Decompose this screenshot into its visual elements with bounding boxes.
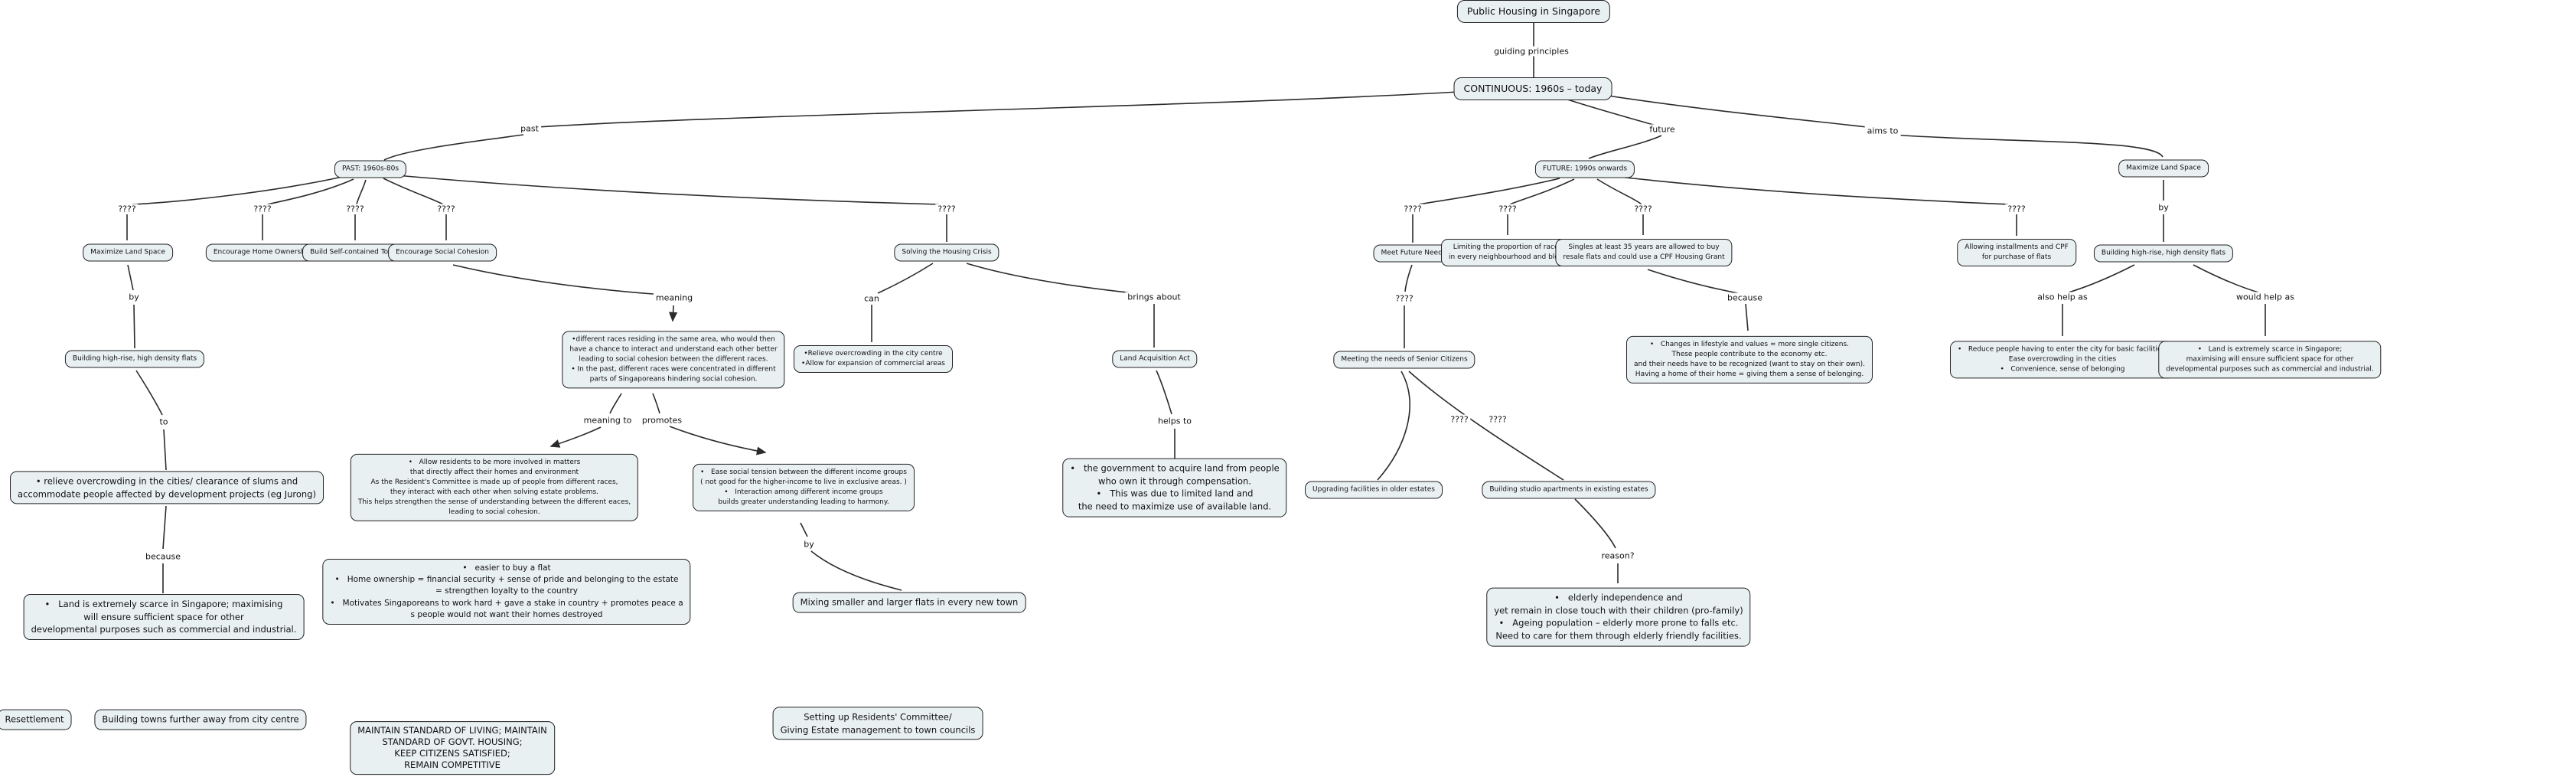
node-solving-the-housing-crisis[interactable]: Solving the Housing Crisis xyxy=(894,243,999,262)
link-label-aims-to[interactable]: aims to xyxy=(1864,126,1901,136)
node-limiting-proportion-of-races[interactable]: Limiting the proportion of races in ever… xyxy=(1441,238,1574,267)
link-label-promotes[interactable]: promotes xyxy=(639,415,685,426)
link-label-unknown-10[interactable]: ???? xyxy=(1393,293,1416,304)
node-maintain-standards[interactable]: MAINTAIN STANDARD OF LIVING; MAINTAIN ST… xyxy=(350,721,555,775)
link-label-unknown-11[interactable]: ???? xyxy=(1448,414,1471,425)
node-easier-to-buy-flat[interactable]: • easier to buy a flat • Home ownership … xyxy=(322,558,691,625)
link-label-reason[interactable]: reason? xyxy=(1599,550,1637,561)
link-label-by-1[interactable]: by xyxy=(126,292,142,302)
node-singles-35-resale-flats[interactable]: Singles at least 35 years are allowed to… xyxy=(1555,238,1733,267)
link-label-unknown-2[interactable]: ???? xyxy=(251,204,274,214)
node-changes-in-lifestyle[interactable]: • Changes in lifestyle and values = more… xyxy=(1625,335,1873,384)
node-encourage-social-cohesion[interactable]: Encourage Social Cohesion xyxy=(388,243,497,262)
node-allow-residents-involved[interactable]: • Allow residents to be more involved in… xyxy=(350,453,639,522)
link-label-unknown-8[interactable]: ???? xyxy=(1632,204,1655,214)
node-maximize-land-space-future[interactable]: Maximize Land Space xyxy=(2118,159,2209,178)
node-social-cohesion-meaning[interactable]: •different races residing in the same ar… xyxy=(562,331,785,389)
link-label-future[interactable]: future xyxy=(1647,124,1678,135)
link-label-guiding-principles[interactable]: guiding principles xyxy=(1492,46,1571,57)
node-maximize-land-space-past[interactable]: Maximize Land Space xyxy=(83,243,173,262)
link-label-because-1[interactable]: because xyxy=(1724,292,1766,303)
link-label-to[interactable]: to xyxy=(157,416,171,427)
link-label-also-help-as[interactable]: also help as xyxy=(2035,292,2090,302)
node-residents-committee[interactable]: Setting up Residents' Committee/ Giving … xyxy=(772,707,983,740)
node-encourage-home-ownership[interactable]: Encourage Home Ownership xyxy=(205,243,320,262)
link-label-unknown-1[interactable]: ???? xyxy=(116,204,139,214)
link-label-meaning[interactable]: meaning xyxy=(653,292,696,303)
node-government-acquire-land[interactable]: • the government to acquire land from pe… xyxy=(1062,458,1287,517)
node-mixing-flats[interactable]: Mixing smaller and larger flats in every… xyxy=(792,592,1026,613)
link-label-unknown-9[interactable]: ???? xyxy=(2005,204,2028,214)
node-building-towns-further-away[interactable]: Building towns further away from city ce… xyxy=(94,709,307,730)
node-building-high-rise-right[interactable]: Building high-rise, high density flats xyxy=(2093,244,2234,263)
link-label-by-2[interactable]: by xyxy=(2156,202,2171,213)
link-label-unknown-5[interactable]: ???? xyxy=(935,204,958,214)
node-reduce-people-entering-city[interactable]: • Reduce people having to enter the city… xyxy=(1949,341,2176,379)
link-label-because-2[interactable]: because xyxy=(142,551,184,562)
link-label-unknown-4[interactable]: ???? xyxy=(435,204,458,214)
node-building-studio-apartments[interactable]: Building studio apartments in existing e… xyxy=(1482,481,1656,499)
node-public-housing-in-singapore[interactable]: Public Housing in Singapore xyxy=(1456,0,1611,24)
link-label-meaning-to[interactable]: meaning to xyxy=(581,415,634,426)
link-label-can[interactable]: can xyxy=(862,293,882,304)
node-past[interactable]: PAST: 1960s-80s xyxy=(334,160,407,178)
node-relieve-overcrowding-city-centre[interactable]: •Relieve overcrowding in the city centre… xyxy=(794,344,953,374)
link-label-past[interactable]: past xyxy=(518,123,541,134)
node-building-high-rise-left[interactable]: Building high-rise, high density flats xyxy=(64,350,205,368)
node-land-acquisition-act[interactable]: Land Acquisition Act xyxy=(1112,350,1198,368)
node-land-scarce-right[interactable]: • Land is extremely scarce in Singapore;… xyxy=(2158,341,2382,379)
node-elderly-independence[interactable]: • elderly independence and yet remain in… xyxy=(1486,587,1751,647)
link-label-would-help-as[interactable]: would help as xyxy=(2234,292,2297,302)
node-upgrading-facilities[interactable]: Upgrading facilities in older estates xyxy=(1305,481,1443,499)
link-label-by-3[interactable]: by xyxy=(801,539,817,550)
link-label-unknown-3[interactable]: ???? xyxy=(344,204,367,214)
node-continuous[interactable]: CONTINUOUS: 1960s – today xyxy=(1453,77,1612,101)
link-label-brings-about[interactable]: brings about xyxy=(1125,292,1183,302)
node-meeting-needs-senior-citizens[interactable]: Meeting the needs of Senior Citizens xyxy=(1333,351,1475,369)
node-allowing-installments-cpf[interactable]: Allowing installments and CPF for purcha… xyxy=(1957,238,2076,267)
link-label-helps-to[interactable]: helps to xyxy=(1155,416,1195,426)
link-label-unknown-6[interactable]: ???? xyxy=(1401,204,1424,214)
node-ease-social-tension[interactable]: • Ease social tension between the differ… xyxy=(693,463,915,512)
node-future[interactable]: FUTURE: 1990s onwards xyxy=(1534,160,1635,178)
node-land-scarce-left[interactable]: • Land is extremely scarce in Singapore;… xyxy=(23,593,305,641)
link-label-unknown-7[interactable]: ???? xyxy=(1496,204,1519,214)
node-resettlement[interactable]: Resettlement xyxy=(0,709,72,730)
link-label-unknown-12[interactable]: ???? xyxy=(1486,414,1509,425)
node-relieve-overcrowding-slums[interactable]: • relieve overcrowding in the cities/ cl… xyxy=(10,471,324,504)
